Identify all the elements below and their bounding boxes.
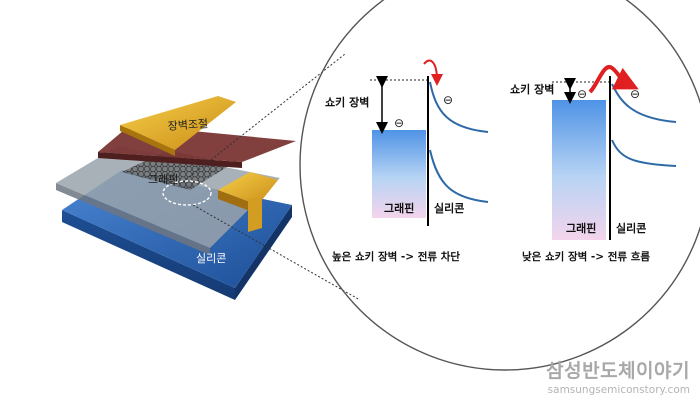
oxide-layer-side	[56, 183, 210, 255]
highlight-ellipse	[162, 180, 212, 206]
graphene-band-left	[372, 130, 426, 218]
gold-contact	[218, 172, 278, 205]
zoom-line-bottom	[192, 204, 361, 301]
conduction-band-right	[611, 83, 677, 123]
silicon-label-left: 실리콘	[434, 201, 464, 215]
silicon-substrate-side-right	[235, 205, 292, 300]
barrier-label-right: 쇼키 장벽	[510, 82, 554, 96]
caption-right: 낮은 쇼키 장벽 -> 전류 흐름	[522, 250, 650, 263]
electron-left-1: ⊖	[394, 116, 404, 130]
silicon-label-right: 실리콘	[616, 221, 646, 235]
gate-bar-side	[120, 125, 175, 156]
graphene-label-left: 그래핀	[384, 201, 414, 215]
watermark: 삼성반도체이야기 samsungsemiconstory.com	[546, 356, 690, 396]
watermark-title: 삼성반도체이야기	[546, 360, 690, 382]
conduction-band-left	[429, 81, 489, 133]
band-diagram-right: ⊖ ⊖ 쇼키 장벽 그래핀 실리콘 낮은 쇼키 장벽 -> 전류 흐름	[510, 64, 677, 263]
zoom-circle	[299, 0, 700, 371]
gold-pillar	[248, 196, 262, 232]
electron-right-2: ⊖	[630, 87, 640, 101]
gate-label: 장벽조절	[167, 117, 208, 133]
device-stack: 장벽조절 그래핀 실리콘	[56, 96, 296, 300]
electron-left-2: ⊖	[443, 93, 453, 107]
gate-bar	[120, 96, 236, 150]
graphene-label-right: 그래핀	[566, 221, 596, 235]
electron-right-1: ⊖	[577, 87, 587, 101]
device-graphene-label: 그래핀	[148, 173, 178, 186]
device-silicon-label: 실리콘	[196, 252, 226, 265]
graphene-band-right	[552, 100, 606, 240]
valence-band-left	[429, 149, 489, 203]
silicon-substrate-side	[62, 210, 235, 300]
electron-path-right	[588, 64, 639, 94]
barrier-label-left: 쇼키 장벽	[325, 95, 369, 109]
watermark-url: samsungsemiconstory.com	[547, 384, 690, 396]
band-diagram-left: ⊖ ⊖ 쇼키 장벽 그래핀 실리콘 높은 쇼키 장벽 -> 전류 차단	[325, 59, 489, 263]
zoom-line-top	[182, 53, 346, 183]
electron-path-left	[423, 59, 443, 86]
valence-band-right	[611, 139, 677, 167]
caption-left: 높은 쇼키 장벽 -> 전류 차단	[332, 250, 460, 263]
oxide-layer	[56, 146, 280, 248]
